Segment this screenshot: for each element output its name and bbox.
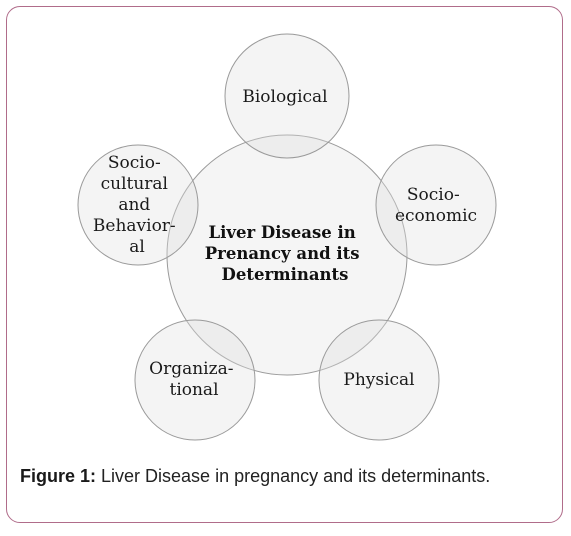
- node-biological-label: Biological: [242, 87, 327, 107]
- figure-caption-label: Figure 1:: [20, 466, 97, 486]
- node-socio-economic: [375, 144, 497, 266]
- figure-caption: Figure 1: Liver Disease in pregnancy and…: [20, 466, 490, 487]
- node-socio-cultural-label: Socio- cultural and Behavior- al: [93, 153, 181, 257]
- node-label-line: Biological: [242, 87, 327, 107]
- figure-caption-text: Liver Disease in pregnancy and its deter…: [96, 466, 491, 486]
- node-label-line: tional: [169, 380, 218, 400]
- center-label: Liver Disease in Prenancy and its Determ…: [205, 223, 366, 284]
- node-label-line: Socio-: [108, 153, 161, 173]
- node-label-line: Behavior-: [93, 216, 176, 236]
- figure-frame: [6, 6, 563, 523]
- node-biological: [224, 33, 350, 159]
- node-label-line: Socio-: [407, 185, 460, 205]
- node-label-line: economic: [395, 206, 477, 226]
- node-organizational: [134, 319, 256, 441]
- node-socio-cultural: [77, 144, 199, 266]
- node-label-line: and: [118, 195, 150, 215]
- center-label-line: Liver Disease in: [209, 223, 356, 242]
- node-label-line: Organiza-: [149, 359, 233, 379]
- node-label-line: cultural: [101, 174, 168, 194]
- center-node: [166, 134, 408, 376]
- center-label-line: Determinants: [222, 265, 349, 284]
- center-label-line: Prenancy and its: [205, 244, 360, 263]
- node-organizational-label: Organiza- tional: [149, 359, 239, 400]
- node-label-line: Physical: [343, 370, 414, 390]
- node-label-line: al: [129, 237, 145, 257]
- node-physical: [318, 319, 440, 441]
- node-physical-label: Physical: [343, 370, 414, 390]
- node-socio-economic-label: Socio- economic: [395, 185, 477, 226]
